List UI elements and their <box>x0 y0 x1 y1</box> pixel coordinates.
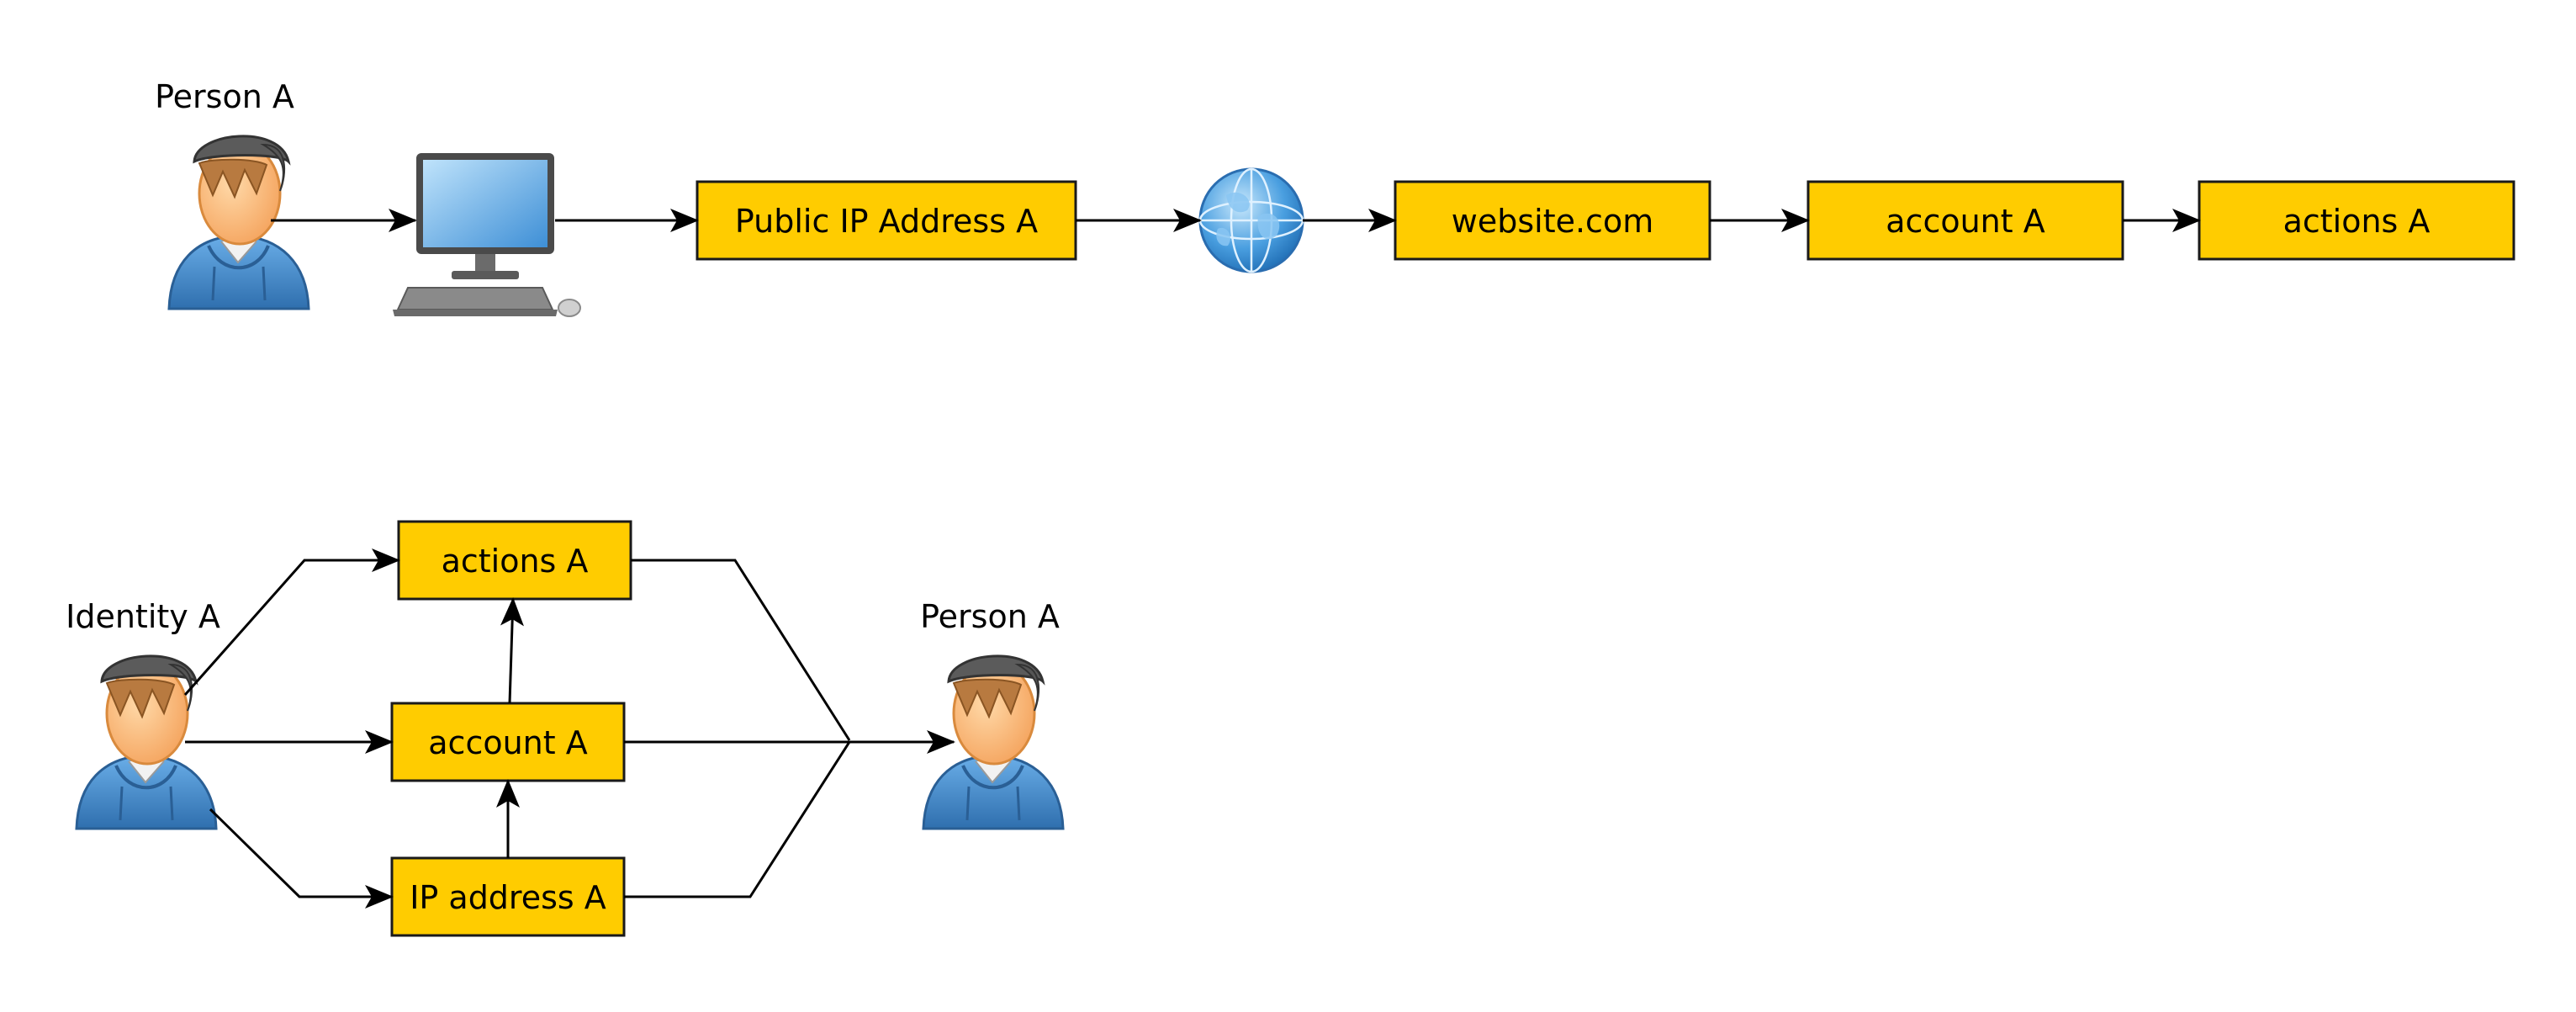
arrow-identity-to-ip <box>209 808 394 909</box>
bottom-account-box <box>390 702 626 782</box>
public-ip-label: Public IP Address A <box>735 203 1038 240</box>
top-actions-label: actions A <box>2283 203 2431 240</box>
ip-address-label: IP address A <box>410 879 606 916</box>
top-account-label: account A <box>1886 203 2044 240</box>
identity-label: Identity A <box>66 598 220 635</box>
top-actions-box <box>2198 180 2515 261</box>
website-box <box>1394 180 1711 261</box>
website-label: website.com <box>1452 203 1653 240</box>
bottom-account-label: account A <box>428 724 587 761</box>
bottom-person-label: Person A <box>920 598 1060 635</box>
top-person-label: Person A <box>155 78 294 115</box>
globe-icon <box>1198 167 1304 273</box>
arrow-identity-to-actions <box>183 548 400 696</box>
line-actions-to-merge <box>631 559 851 741</box>
bottom-actions-box <box>397 520 632 601</box>
bottom-actions-label: actions A <box>442 543 589 580</box>
arrow-account-to-actions-bottom <box>500 597 524 704</box>
line-ip-to-merge <box>624 741 851 898</box>
top-person-user-icon <box>167 134 310 310</box>
desktop-computer-icon <box>393 153 581 317</box>
